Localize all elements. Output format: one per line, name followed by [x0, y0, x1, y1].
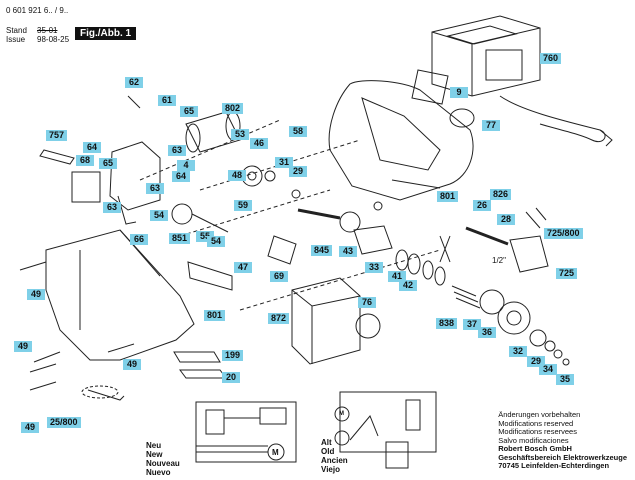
callout-801: 801: [437, 191, 459, 202]
old-label-fr: Ancien: [321, 456, 348, 465]
callout-63b: 63: [146, 183, 164, 194]
callout-76: 76: [358, 297, 376, 308]
callout-29: 29: [289, 166, 307, 177]
callout-68: 68: [76, 155, 94, 166]
callout-20: 20: [222, 372, 240, 383]
callout-42: 42: [399, 280, 417, 291]
figure-label: Fig./Abb. 1: [75, 27, 137, 40]
callout-66: 66: [130, 234, 148, 245]
callout-49b: 49: [14, 341, 32, 352]
callout-32: 32: [509, 346, 527, 357]
callout-77: 77: [482, 120, 500, 131]
callout-760: 760: [540, 53, 562, 64]
callout-4: 4: [177, 160, 195, 171]
switch-cap-icon: [71, 171, 101, 203]
chuck-size-label: 1/2": [492, 256, 506, 265]
company-name: Robert Bosch GmbH: [498, 444, 572, 453]
callout-25-800: 25/800: [47, 417, 81, 428]
callout-26: 26: [473, 200, 491, 211]
old-motor-letter: M: [339, 411, 344, 417]
note-fr: Modifications reservees: [498, 427, 577, 436]
callout-47: 47: [234, 262, 252, 273]
callout-35: 35: [556, 374, 574, 385]
callout-37: 37: [463, 319, 481, 330]
callout-49: 49: [27, 289, 45, 300]
issue-label: Issue: [6, 35, 26, 44]
label-plate-icon: [411, 69, 449, 105]
callout-49c: 49: [123, 359, 141, 370]
housing-half-icon: [328, 80, 474, 201]
callout-845: 845: [311, 245, 333, 256]
callout-36: 36: [478, 327, 496, 338]
motor-icon: [185, 111, 241, 153]
callout-54: 54: [150, 210, 168, 221]
callout-64: 64: [83, 142, 101, 153]
old-label-de: Alt: [321, 438, 332, 447]
battery-icon: [291, 277, 361, 365]
new-motor-letter: M: [272, 448, 279, 457]
callout-48: 48: [228, 170, 246, 181]
callout-801b: 801: [204, 310, 226, 321]
stand-label: Stand: [6, 26, 27, 35]
callout-826: 826: [490, 189, 512, 200]
new-label-es: Nuevo: [146, 468, 171, 477]
old-label-en: Old: [321, 447, 335, 456]
doc-number: 0 601 921 6.. / 9..: [6, 6, 69, 15]
callout-757: 757: [46, 130, 68, 141]
charger-icon: [431, 15, 541, 97]
callout-63c: 63: [103, 202, 121, 213]
old-label-es: Viejo: [321, 465, 340, 474]
switch-icon: [109, 141, 161, 211]
callout-34: 34: [539, 364, 557, 375]
stand-date: 35-01: [37, 26, 58, 35]
housing-left-icon: [45, 229, 195, 361]
callout-55: 55: [196, 231, 214, 242]
callout-65b: 65: [99, 158, 117, 169]
callout-838: 838: [436, 318, 458, 329]
callout-9: 9: [450, 87, 468, 98]
callout-64b: 64: [172, 171, 190, 182]
footer-notes: Änderungen vorbehalten Modifications res…: [498, 410, 627, 471]
note-en: Modifications reserved: [498, 418, 574, 428]
callout-43: 43: [339, 246, 357, 257]
callout-31: 31: [275, 157, 293, 168]
new-label-en: New: [146, 450, 163, 459]
callout-872: 872: [268, 313, 290, 324]
callout-49d: 49: [21, 422, 39, 433]
callout-54b: 54: [207, 236, 225, 247]
callout-62: 62: [125, 77, 143, 88]
chuck-icon: [509, 235, 549, 273]
issue-date: 98-08-25: [37, 35, 70, 44]
callout-69: 69: [270, 271, 288, 282]
callout-53: 53: [231, 129, 249, 140]
callout-61: 61: [158, 95, 176, 106]
callout-33: 33: [365, 262, 383, 273]
callout-59: 59: [234, 200, 252, 211]
note-es: Salvo modificaciones: [498, 435, 569, 445]
callout-725-800: 725/800: [544, 228, 583, 239]
callout-28: 28: [497, 214, 515, 225]
new-label-de: Neu: [146, 441, 162, 450]
company-division: Geschäftsbereich Elektrowerkzeuge: [498, 452, 627, 462]
callout-802: 802: [222, 103, 244, 114]
callout-199: 199: [222, 350, 244, 361]
callout-725: 725: [556, 268, 578, 279]
callout-63: 63: [168, 145, 186, 156]
new-label-fr: Nouveau: [146, 459, 180, 468]
callout-58: 58: [289, 126, 307, 137]
callout-65: 65: [180, 106, 198, 117]
callout-46: 46: [250, 138, 268, 149]
callout-29b: 29: [527, 356, 545, 367]
company-address: 70745 Leinfelden-Echterdingen: [498, 461, 610, 470]
note-de: Änderungen vorbehalten: [498, 410, 581, 419]
callout-41: 41: [388, 271, 406, 282]
callout-851: 851: [169, 233, 191, 244]
